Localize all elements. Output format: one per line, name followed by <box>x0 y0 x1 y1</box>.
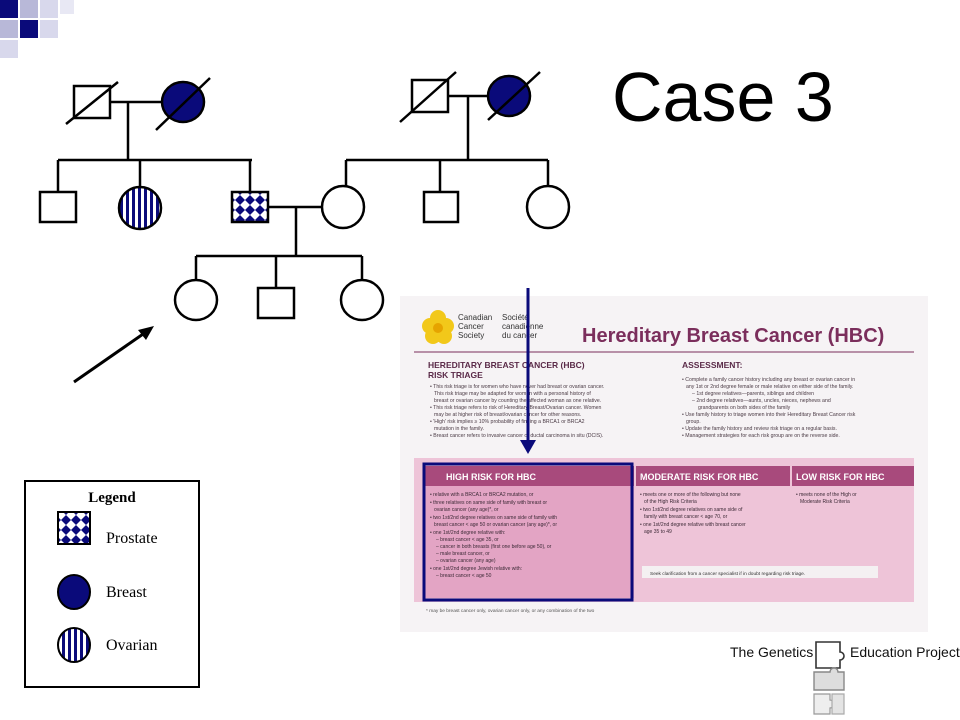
org-en-2: Cancer <box>458 322 484 331</box>
moderate-line: age 35 to 49 <box>644 529 672 535</box>
high-line: – cancer in both breasts (first one befo… <box>436 544 552 550</box>
pedigree-gen2-female-2 <box>525 184 571 230</box>
moderate-line: • one 1st/2nd degree relative with breas… <box>640 522 746 528</box>
triage-line: • Breast cancer refers to invasive cance… <box>430 433 603 439</box>
high-line: – ovarian cancer (any age) <box>436 558 496 564</box>
assessment-line: • Complete a family cancer history inclu… <box>682 377 855 383</box>
legend-label-ovarian: Ovarian <box>106 637 158 654</box>
legend-title: Legend <box>88 490 136 506</box>
daffodil-logo-icon <box>422 310 454 344</box>
legend-symbols <box>57 511 91 663</box>
triage-line: • This risk triage refers to risk of Her… <box>430 405 602 411</box>
triage-heading-2: RISK TRIAGE <box>428 370 483 380</box>
assessment-line: • Use family history to triage women int… <box>682 412 856 418</box>
pedigree-gen2-female <box>320 184 366 230</box>
footnote: * may be breast cancer only, ovarian can… <box>426 608 595 614</box>
triage-line: breast or ovarian cancer by counting the… <box>434 398 601 404</box>
triage-line: mutation in the family. <box>434 426 484 432</box>
assessment-line: any 1st or 2nd degree female or male rel… <box>686 384 853 390</box>
pedigree-gen2-male <box>38 190 78 224</box>
high-line: • one 1st/2nd degree Jewish relative wit… <box>430 566 522 572</box>
assessment-heading: ASSESSMENT: <box>682 360 743 370</box>
triage-heading-1: HEREDITARY BREAST CANCER (HBC) <box>428 360 585 370</box>
high-line: • relative with a BRCA1 or BRCA2 mutatio… <box>430 492 534 498</box>
legend-label-prostate: Prostate <box>106 530 158 547</box>
moderate-line: family with breast cancer < age 70, or <box>644 514 728 520</box>
assessment-line: • Management strategies for each risk gr… <box>682 433 840 439</box>
puzzle-logo-icon <box>813 641 845 715</box>
high-line: • one 1st/2nd degree relative with: <box>430 530 505 536</box>
high-line: – breast cancer < age 50 <box>436 573 492 579</box>
proband-arrow <box>73 330 147 384</box>
logo-text-right: Education Project <box>850 644 960 660</box>
logo-text-left: The Genetics <box>730 644 814 660</box>
pedigree-gen3-male <box>256 286 296 320</box>
assessment-line: – 2nd degree relatives—aunts, uncles, ni… <box>692 398 831 404</box>
low-line: Moderate Risk Criteria <box>800 499 850 505</box>
high-risk-heading: HIGH RISK FOR HBC <box>446 472 537 482</box>
prostate-legend-icon <box>57 511 91 545</box>
hbc-guideline-card: Canadian Cancer Society Société canadien… <box>400 296 928 632</box>
legend-label-breast: Breast <box>106 584 147 601</box>
org-en-3: Society <box>458 331 484 340</box>
org-fr-3: du cancer <box>502 331 537 340</box>
pedigree-gen2-male-2 <box>422 190 460 224</box>
pedigree-chart <box>38 71 571 384</box>
corner-decoration <box>0 0 74 58</box>
high-line: – male breast cancer, or <box>436 551 490 557</box>
moderate-line: • meets one or more of the following but… <box>640 492 741 498</box>
legend-box: Legend Prostate Breast Ovarian <box>24 480 200 688</box>
pedigree-gen3-female-proband <box>173 278 219 322</box>
high-line: – breast cancer < age 35, or <box>436 537 499 543</box>
triage-line: may be at higher risk of breast/ovarian … <box>434 412 581 418</box>
assessment-line: group. <box>686 419 701 425</box>
clarify-note: Seek clarification from a cancer special… <box>650 571 805 577</box>
triage-line: • This risk triage is for women who have… <box>430 384 604 390</box>
moderate-line: of the High Risk Criteria <box>644 499 697 505</box>
low-risk-heading: LOW RISK FOR HBC <box>796 472 885 482</box>
pedigree-gen1-female-breast-2 <box>486 74 532 118</box>
moderate-line: • two 1st/2nd degree relatives on same s… <box>640 507 743 513</box>
pedigree-gen2-male-prostate <box>230 190 270 224</box>
org-fr-1: Société <box>502 313 529 322</box>
org-fr-2: canadienne <box>502 322 544 331</box>
ovarian-legend-icon <box>57 627 91 663</box>
assessment-line: • Update the family history and review r… <box>682 426 837 432</box>
high-line: • two 1st/2nd degree relatives on same s… <box>430 515 557 521</box>
triage-line: This risk triage may be adapted for wome… <box>434 391 591 397</box>
low-line: • meets none of the High or <box>796 492 857 498</box>
slide-title: Case 3 <box>612 58 834 136</box>
high-line: breast cancer < age 50 or ovarian cancer… <box>434 522 557 528</box>
pedigree-gen1-female-breast <box>160 80 206 124</box>
triage-line: • 'High' risk implies ≥ 10% probability … <box>430 419 585 425</box>
assessment-line: – 1st degree relatives—parents, siblings… <box>692 391 814 397</box>
moderate-risk-heading: MODERATE RISK FOR HBC <box>640 472 759 482</box>
pedigree-gen2-female-ovarian <box>117 185 163 231</box>
card-title: Hereditary Breast Cancer (HBC) <box>582 325 884 347</box>
org-en-1: Canadian <box>458 313 492 322</box>
high-line: ovarian cancer (any age)*, or <box>434 507 499 513</box>
high-line: • three relatives on same side of family… <box>430 500 547 506</box>
breast-legend-icon <box>57 574 91 610</box>
pedigree-gen3-female <box>339 278 385 322</box>
assessment-line: grandparents on both sides of the family <box>698 405 791 411</box>
